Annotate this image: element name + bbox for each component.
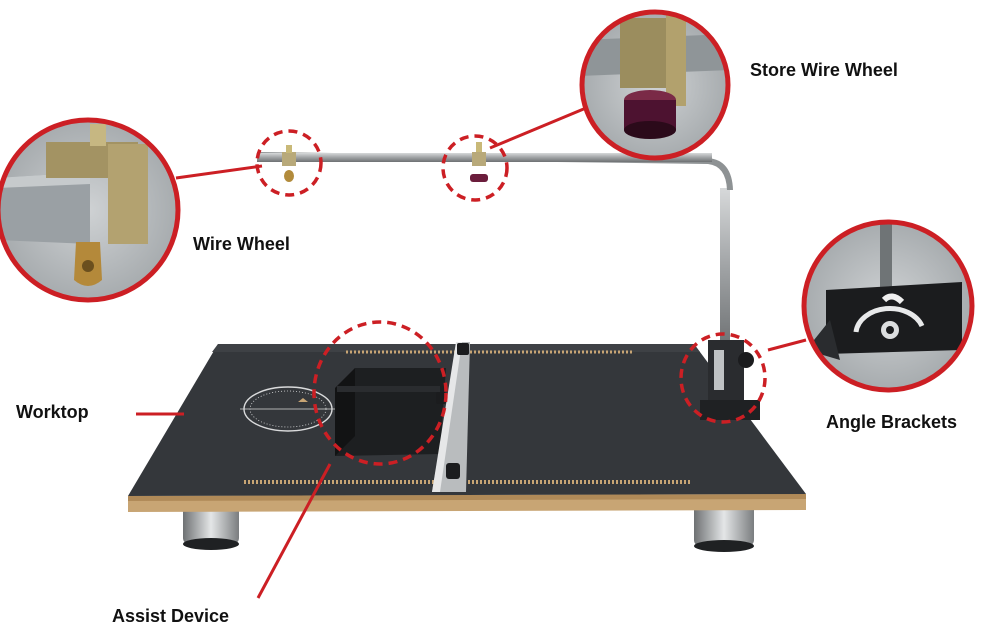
angle-brackets-label: Angle Brackets [826, 412, 958, 432]
zoom-store-wire-wheel [579, 9, 731, 161]
store-wire-wheel-small [470, 142, 488, 182]
wire-arm [257, 152, 733, 350]
assist-device [335, 368, 446, 456]
guide-fence [432, 342, 470, 492]
highlight-circles [255, 129, 767, 466]
angle-bracket [700, 340, 760, 420]
worktop-label: Worktop [16, 402, 89, 422]
assist-device-label: Assist Device [112, 606, 230, 626]
callout-lines [136, 106, 807, 599]
zoom-angle-brackets [801, 219, 975, 393]
wire-wheel-label: Wire Wheel [193, 234, 290, 254]
store-wire-wheel-label: Store Wire Wheel [750, 60, 898, 80]
zoom-wire-wheel [0, 117, 181, 303]
wire-wheel-small [282, 145, 296, 182]
